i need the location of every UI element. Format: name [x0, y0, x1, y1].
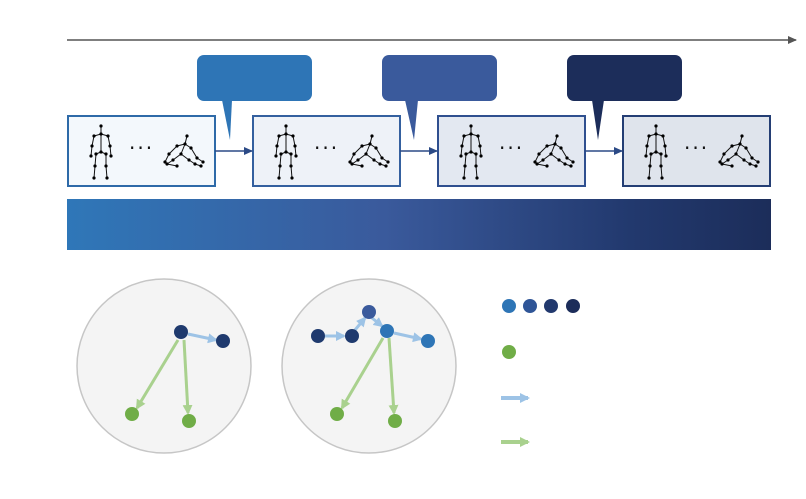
legend-node-dot: [566, 299, 580, 313]
node-dark: [311, 329, 325, 343]
frame-1-ellipsis: ···: [129, 136, 155, 160]
callout-3: [567, 55, 682, 140]
frame-2-ellipsis: ···: [314, 136, 340, 160]
skeleton-bending-3: [533, 134, 575, 168]
skeleton-bending-2: [348, 134, 390, 168]
frame-3-ellipsis: ···: [499, 136, 525, 160]
skeleton-standing-3: [459, 124, 483, 180]
node-green: [125, 407, 139, 421]
node-green: [330, 407, 344, 421]
node-mid: [362, 305, 376, 319]
edge-green: [340, 337, 385, 410]
skeleton-standing-2: [274, 124, 298, 180]
edge-green: [135, 339, 180, 410]
node-dark: [174, 325, 188, 339]
skeleton-bending-4: [718, 134, 760, 168]
callout-1: [197, 55, 312, 140]
legend-green-node: [502, 345, 516, 359]
node-green: [388, 414, 402, 428]
node-dark: [345, 329, 359, 343]
edge-green: [387, 337, 399, 415]
node-green: [182, 414, 196, 428]
legend-node-dot: [544, 299, 558, 313]
node-light: [380, 324, 394, 338]
frame-4: [622, 115, 771, 187]
edge-blue: [187, 332, 218, 344]
callout-2: [382, 55, 497, 140]
node-dark: [216, 334, 230, 348]
edge-blue: [353, 316, 367, 331]
graph-circle-2: [281, 278, 457, 454]
edge-blue: [393, 331, 423, 343]
skeleton-bending-1: [163, 134, 205, 168]
skeleton-figures: [89, 124, 760, 180]
progression-bar: [67, 199, 771, 250]
skeleton-standing-1: [89, 124, 113, 180]
frame-4-ellipsis: ···: [684, 136, 710, 160]
legend: [501, 299, 580, 447]
node-light: [421, 334, 435, 348]
skeleton-standing-4: [644, 124, 668, 180]
legend-node-dot: [502, 299, 516, 313]
edge-green: [182, 339, 193, 415]
legend-node-dot: [523, 299, 537, 313]
frame-1: [67, 115, 216, 187]
legend-item-nodes: [502, 299, 580, 313]
edge-blue: [371, 316, 384, 328]
legend-item-green-node: [502, 345, 516, 359]
